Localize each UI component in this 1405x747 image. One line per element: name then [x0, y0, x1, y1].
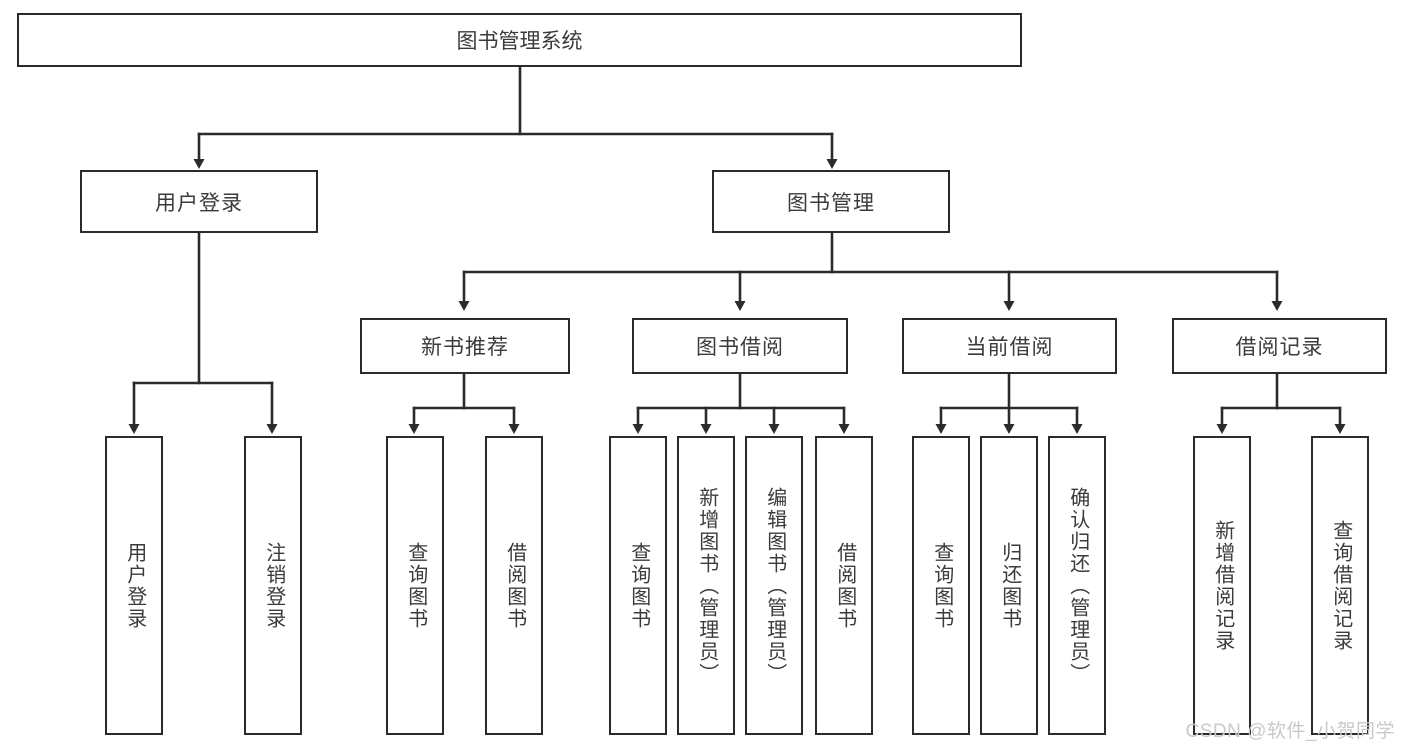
node-current-borrowing[interactable]: 当前借阅 [902, 318, 1117, 374]
leaf-book-borrow-add-book-admin[interactable]: 新增图书（管理员） [677, 436, 735, 735]
node-book-borrowing[interactable]: 图书借阅 [632, 318, 848, 374]
node-label: 图书管理系统 [456, 30, 583, 53]
watermark-text: CSDN @软件_小贺同学 [1185, 721, 1395, 742]
leaf-current-borrow-return-book[interactable]: 归还图书 [980, 436, 1038, 735]
leaf-user-login-login[interactable]: 用户登录 [105, 436, 163, 735]
node-new-book-recommendation[interactable]: 新书推荐 [360, 318, 570, 374]
node-label: 图书借阅 [696, 336, 784, 359]
node-label: 归还图书 [998, 541, 1021, 630]
node-label: 借阅图书 [833, 541, 856, 630]
node-label: 当前借阅 [965, 336, 1054, 359]
node-label: 查询图书 [930, 541, 953, 630]
leaf-book-borrow-borrow-book[interactable]: 借阅图书 [815, 436, 873, 735]
node-label: 查询借阅记录 [1329, 519, 1352, 652]
node-label: 新书推荐 [421, 336, 509, 359]
leaf-book-borrow-edit-book-admin[interactable]: 编辑图书（管理员） [745, 436, 803, 735]
node-label: 确认归还（管理员） [1066, 486, 1089, 685]
node-root-book-management-system[interactable]: 图书管理系统 [17, 13, 1022, 67]
node-label: 编辑图书（管理员） [763, 486, 786, 685]
node-label: 借阅图书 [503, 541, 526, 630]
leaf-new-book-query-book[interactable]: 查询图书 [386, 436, 444, 735]
leaf-book-borrow-query-book[interactable]: 查询图书 [609, 436, 667, 735]
leaf-borrow-record-add-record[interactable]: 新增借阅记录 [1193, 436, 1251, 735]
node-label: 借阅记录 [1235, 336, 1324, 359]
node-borrowing-records[interactable]: 借阅记录 [1172, 318, 1387, 374]
node-label: 注销登录 [262, 541, 285, 630]
leaf-new-book-borrow-book[interactable]: 借阅图书 [485, 436, 543, 735]
leaf-user-login-logout[interactable]: 注销登录 [244, 436, 302, 735]
leaf-borrow-record-query-record[interactable]: 查询借阅记录 [1311, 436, 1369, 735]
node-label: 图书管理 [787, 191, 875, 215]
node-label: 查询图书 [627, 541, 650, 630]
node-label: 用户登录 [123, 541, 146, 630]
leaf-current-borrow-query-book[interactable]: 查询图书 [912, 436, 970, 735]
node-label: 新增图书（管理员） [695, 486, 718, 685]
node-label: 新增借阅记录 [1211, 519, 1234, 652]
node-label: 用户登录 [155, 191, 243, 215]
leaf-current-borrow-confirm-return-admin[interactable]: 确认归还（管理员） [1048, 436, 1106, 735]
node-label: 查询图书 [404, 541, 427, 630]
node-user-login[interactable]: 用户登录 [80, 170, 318, 233]
node-book-management[interactable]: 图书管理 [712, 170, 950, 233]
